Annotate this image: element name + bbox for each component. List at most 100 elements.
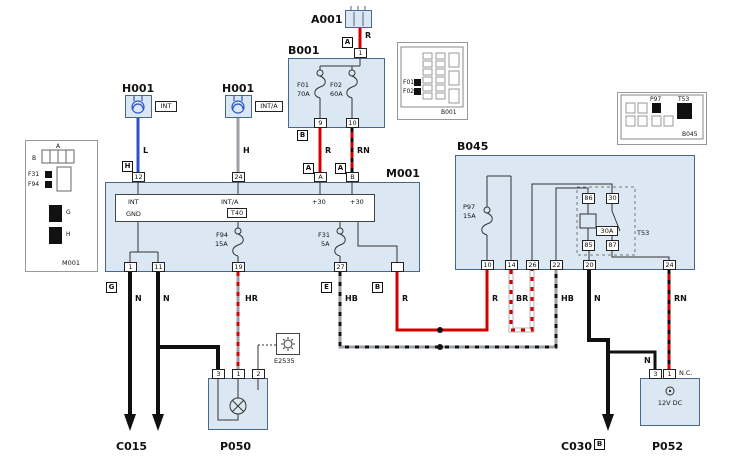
m001-pin-11: 11 [152,262,165,272]
m001-pin-24: 24 [232,172,245,182]
ref-marker-b-m001: B [372,282,383,293]
b001-internal-lines [314,58,361,118]
ref-marker-h: H [122,161,133,172]
h001-right-body [225,95,252,118]
p052-voltage-label: 12V DC [657,399,683,407]
ref-marker-a-rnwire: A [335,163,346,174]
m001-label: M001 [386,167,420,180]
p052-label: P052 [652,440,684,453]
wire-label-n-p052: N [644,356,651,365]
b045-pin-26: 26 [526,260,539,270]
ref-marker-a-rwire: A [303,163,314,174]
b045-pin-10: 10 [481,260,494,270]
h001-left-label: H001 [122,82,155,95]
wire-label-n2: N [163,294,170,303]
b001-pin-9: 9 [314,118,327,128]
c030-label: C030 [561,440,593,453]
lamp-icon-right [231,95,245,114]
br-wire-loop [508,270,535,333]
m001-f31-name: F31 [318,231,331,239]
p050-pin-3: 3 [212,369,225,379]
wire-label-hb1: HB [345,294,358,303]
wire-label-r-b045: R [492,294,499,303]
m001-pin-b: B [346,172,359,182]
m001-pin-a: A [314,172,327,182]
ref-marker-b-b001: B [297,130,308,141]
sun-icon [281,337,295,351]
b001-inset-graphics [400,46,464,108]
h001-right-label: H001 [222,82,255,95]
p050-label: P050 [220,440,252,453]
m001-f31-amp: 5A [321,240,330,248]
ref-marker-a-top: A [342,37,353,48]
m001-plus30-2: +30 [350,198,364,206]
b001-fuse1-amp: 70A [297,90,310,98]
ground-wires-black [128,270,610,416]
relay-terminal-87: 87 [606,240,619,251]
m001-inset-label: M001 [62,259,81,267]
b045-pin-22: 22 [550,260,563,270]
m001-gnd-label: GND [126,210,141,218]
b045-pin-24: 24 [663,260,676,270]
m001-f94-name: F94 [216,231,229,239]
m001-inset-g: G [66,209,71,216]
wire-label-hr: HR [245,294,258,303]
hb-wire [338,270,558,349]
e2535-symbol-box [276,333,300,355]
wire-label-n3: N [594,294,601,303]
m001-pin-12: 12 [132,172,145,182]
a001-connector-detail [350,6,366,26]
b001-pin-10: 10 [346,118,359,128]
h001-left-body [125,95,152,118]
ref-marker-e: E [321,282,332,293]
b045-p97-name: P97 [463,203,476,211]
m001-pin-27: 27 [334,262,347,272]
p052-nc-label: N.C. [679,369,693,377]
b001-label: B001 [288,44,320,57]
b001-inset-label: B001 [441,109,457,116]
a001-label: A001 [311,13,343,26]
m001-plus30-1: +30 [312,198,326,206]
wire-label-r-out: R [402,294,409,303]
p050-internal-lines [217,378,259,421]
m001-inset-graphics [41,149,75,244]
m001-t40-box: T40 [227,208,247,218]
h001-right-tag: INT/A [255,101,283,112]
p050-pin-1: 1 [232,369,245,379]
m001-inset-a: A [56,143,61,150]
relay-dashed-outline [576,186,636,256]
wire-label-l: L [143,146,149,155]
ground-arrows [124,414,614,431]
b045-fusebox-body [455,155,695,270]
m001-int-label: INT [128,198,139,206]
b045-internal-lines [481,175,670,260]
b045-pin-14: 14 [505,260,518,270]
wire-label-h: H [243,146,250,155]
ref-marker-g: G [106,282,117,293]
relay-terminal-30: 30 [606,193,619,204]
b045-pin-20: 20 [583,260,596,270]
e2535-label: E2535 [274,357,295,365]
b045-inset-p97: P97 [650,96,662,103]
wire-label-hb2: HB [561,294,574,303]
h001-left-tag: INT [155,101,177,112]
a001-connector-body [345,10,372,28]
b001-fuse2-amp: 60A [330,90,343,98]
b045-label: B045 [457,140,489,153]
b001-fusebox-body [288,58,385,128]
wire-label-r-top: R [365,31,372,40]
p052-pin-3: 3 [649,369,662,379]
splice-dots [437,327,443,350]
b045-inset-label: B045 [682,131,698,138]
lamp-icon-left [131,95,145,114]
wire-label-br: BR [516,294,529,303]
m001-inset-h: H [66,231,71,238]
p052-socket-body [640,378,700,426]
m001-inset-b: B [32,155,37,162]
m001-inta-label: INT/A [221,198,239,206]
b001-inset-f02: F02 [403,88,415,95]
wire-label-r-mid: R [325,146,332,155]
p050-pin-2: 2 [252,369,265,379]
